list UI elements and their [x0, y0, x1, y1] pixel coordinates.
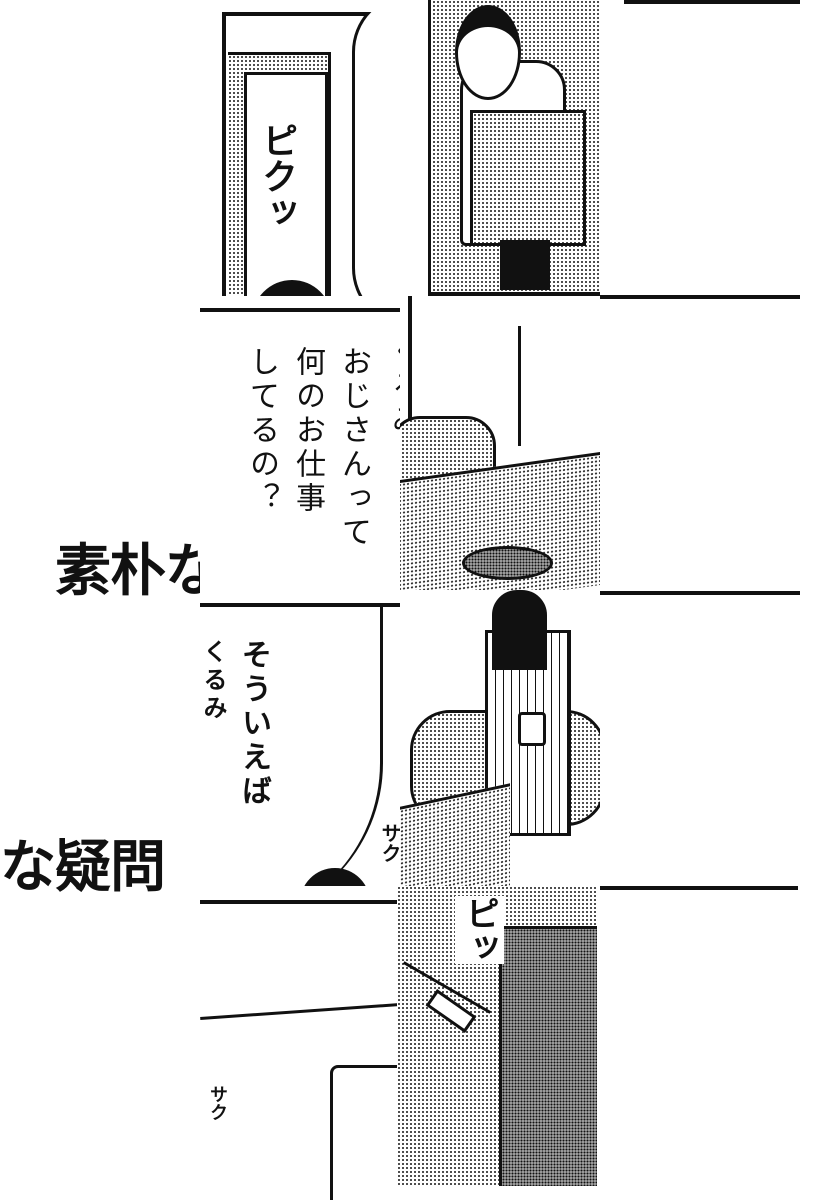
dialogue-line: おじさんって — [336, 346, 371, 550]
phone — [425, 989, 477, 1033]
sfx-text: ピクッ — [256, 122, 297, 230]
sfx-text: ピッ — [455, 896, 504, 964]
apron — [470, 110, 586, 246]
dialogue-cut: くるみ — [200, 639, 227, 723]
dialogue-line: そういえば — [236, 639, 271, 809]
panel-door: ピクッ — [222, 12, 400, 296]
door — [499, 926, 597, 1186]
panel-border — [600, 591, 800, 595]
panel-border — [600, 886, 798, 890]
sfx-text: サク — [207, 1085, 228, 1121]
sfx-text: サク — [378, 823, 400, 863]
panel-bottom-right: ピッ — [397, 886, 597, 1186]
dialogue-cut: くるみ — [386, 336, 400, 438]
sofa-outline — [330, 1065, 398, 1200]
mug — [518, 712, 546, 746]
snack-plate — [462, 546, 553, 580]
panel-soueba: くるみ そういえば サク — [200, 603, 400, 886]
dialogue-line: 何のお仕事 — [290, 346, 325, 516]
woman-head — [455, 5, 521, 100]
title-fragment-bottom: な疑問 — [0, 835, 166, 900]
dialogue-line: してるの？ — [244, 346, 279, 516]
panel-bottom-left: サク — [200, 900, 398, 1200]
panel-girl — [400, 590, 600, 888]
title-fragment-top: 素朴な — [55, 539, 221, 604]
panel-border — [600, 295, 800, 299]
panel-woman — [400, 0, 600, 296]
panel-question: くるみ おじさんって 何のお仕事 してるの？ — [200, 308, 400, 600]
panel-border — [624, 0, 800, 4]
panel-sofa — [400, 296, 600, 590]
girl-hair — [492, 590, 547, 670]
